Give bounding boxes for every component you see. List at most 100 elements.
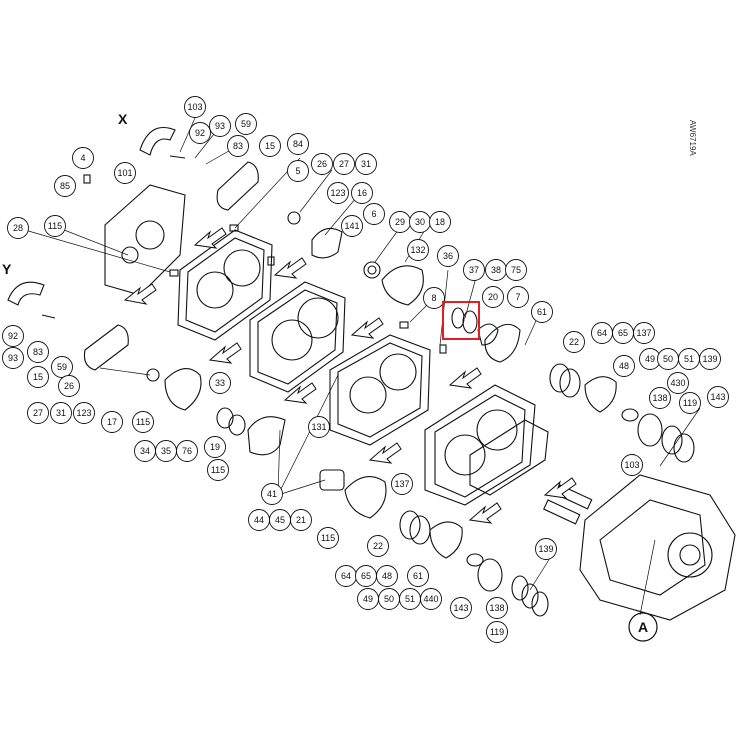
callout-circle <box>227 135 249 157</box>
callout-label: 31 <box>56 408 66 418</box>
callout-26: 26 <box>58 375 80 397</box>
callout-circle <box>287 133 309 155</box>
callout-430: 430 <box>667 372 689 394</box>
callout-label: 139 <box>538 544 553 554</box>
callout-64: 64 <box>591 322 613 344</box>
callout-15: 15 <box>27 366 49 388</box>
callout-51: 51 <box>678 348 700 370</box>
link-plate-15-lower <box>83 324 129 371</box>
callout-label: 93 <box>215 121 225 131</box>
snap-ring-x <box>139 126 176 156</box>
callout-circle <box>376 565 398 587</box>
main-pump-body <box>579 474 736 621</box>
housing-section-3 <box>424 384 536 506</box>
callout-label: 92 <box>8 331 18 341</box>
callout-circle <box>184 96 206 118</box>
callout-circle <box>132 411 154 433</box>
callout-label: 76 <box>182 446 192 456</box>
callout-20: 20 <box>482 286 504 308</box>
callout-27: 27 <box>27 402 49 424</box>
callout-93: 93 <box>2 347 24 369</box>
callout-circle <box>58 375 80 397</box>
callout-label: 115 <box>321 533 335 543</box>
callout-circle <box>27 366 49 388</box>
callout-label: 26 <box>317 159 327 169</box>
callout-label: 59 <box>57 362 67 372</box>
callout-circle <box>189 122 211 144</box>
callout-label: 59 <box>241 119 251 129</box>
callout-label: 131 <box>311 422 326 432</box>
callout-label: 15 <box>33 372 43 382</box>
callout-label: 83 <box>233 141 243 151</box>
callout-16: 16 <box>351 182 373 204</box>
callout-label: 48 <box>619 361 629 371</box>
callout-76: 76 <box>176 440 198 462</box>
callout-circle <box>407 239 429 261</box>
callout-circle <box>423 287 445 309</box>
callout-123: 123 <box>327 182 349 204</box>
callout-label: 143 <box>453 603 468 613</box>
callout-label: 115 <box>136 417 150 427</box>
callout-7: 7 <box>507 286 529 308</box>
callout-115: 115 <box>207 459 229 481</box>
callout-circle <box>391 473 413 495</box>
callout-circle <box>72 147 94 169</box>
letter-label-a: A <box>638 619 648 635</box>
callout-label: 65 <box>618 328 628 338</box>
callout-label: 19 <box>210 442 220 452</box>
callout-51: 51 <box>399 588 421 610</box>
callout-circle <box>486 597 508 619</box>
callout-circle <box>261 483 283 505</box>
callout-label: 119 <box>683 398 697 408</box>
callout-circle <box>507 286 529 308</box>
callout-circle <box>667 372 689 394</box>
callout-circle <box>429 211 451 233</box>
callout-label: 28 <box>13 223 23 233</box>
callout-92: 92 <box>189 122 211 144</box>
callout-label: 35 <box>161 446 171 456</box>
callout-label: 115 <box>211 465 225 475</box>
plate-20 <box>484 323 521 363</box>
callout-label: 64 <box>341 571 351 581</box>
callout-circle <box>355 153 377 175</box>
callout-circle <box>486 621 508 643</box>
callout-132: 132 <box>407 239 429 261</box>
callout-label: 51 <box>684 354 694 364</box>
callout-label: 16 <box>357 188 367 198</box>
callout-label: 123 <box>330 188 345 198</box>
callout-5: 5 <box>287 160 309 182</box>
callout-circle <box>308 416 330 438</box>
callout-circle <box>2 347 24 369</box>
callout-31: 31 <box>50 402 72 424</box>
housing-section-2 <box>329 334 431 446</box>
callout-label: 7 <box>515 292 520 302</box>
callout-41: 41 <box>261 483 283 505</box>
callout-115: 115 <box>317 527 339 549</box>
callout-label: 22 <box>569 337 579 347</box>
callout-label: 4 <box>80 153 85 163</box>
callout-15: 15 <box>259 135 281 157</box>
rear-cover-plate <box>104 184 186 296</box>
callout-59: 59 <box>51 356 73 378</box>
callout-17: 17 <box>101 411 123 433</box>
callout-48: 48 <box>613 355 635 377</box>
callout-131: 131 <box>308 416 330 438</box>
cover-16 <box>311 227 343 259</box>
callout-circle <box>535 538 557 560</box>
callout-label: 26 <box>64 381 74 391</box>
callout-138: 138 <box>486 597 508 619</box>
callout-label: 50 <box>384 594 394 604</box>
callout-37: 37 <box>463 259 485 281</box>
callout-label: 103 <box>624 460 639 470</box>
callout-label: 61 <box>537 307 547 317</box>
callout-label: 137 <box>636 328 651 338</box>
callout-137: 137 <box>391 473 413 495</box>
plate-21 <box>344 476 387 519</box>
callout-label: 29 <box>395 217 405 227</box>
callout-circle <box>363 203 385 225</box>
callout-label: 141 <box>344 221 359 231</box>
callout-440: 440 <box>420 588 442 610</box>
callout-circle <box>341 215 363 237</box>
